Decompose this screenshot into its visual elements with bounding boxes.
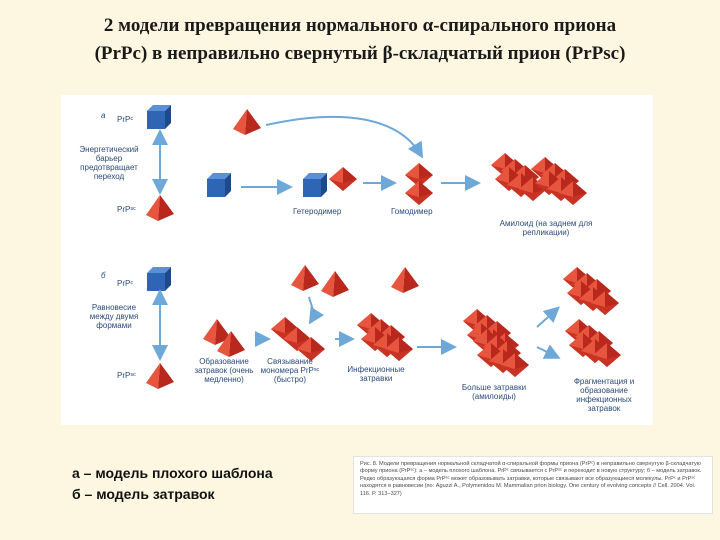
monomer-binding-label: Связывание мономера PrPˢᶜ (быстро)	[260, 357, 320, 384]
prpsc-pyramid-a	[146, 195, 174, 221]
monomer-pyr-3	[391, 267, 419, 293]
arrow-fragment-up	[536, 306, 560, 328]
heterodimer-cube	[303, 173, 327, 197]
fragmentation-label: Фрагментация и образование инфекционных …	[573, 377, 635, 413]
infectious-stack	[357, 313, 413, 361]
legend-line-a: а – модель плохого шаблона	[72, 465, 273, 481]
heterodimer-oct	[329, 167, 357, 191]
prpsc-pyramid-b	[146, 363, 174, 389]
amyloid-stack-a1	[491, 153, 547, 201]
legend: а – модель плохого шаблона б – модель за…	[72, 463, 347, 505]
prion-models-figure: а PrPᶜ Энергетический барьер предотвраща…	[61, 95, 653, 425]
panel-a-letter: а	[101, 111, 106, 120]
title-line-1: 2 модели превращения нормального α-спира…	[103, 15, 617, 36]
legend-line-b: б – модель затравок	[72, 486, 215, 502]
homodimer-label: Гомодимер	[391, 207, 433, 216]
prpsc-pyramid-a2	[233, 109, 261, 135]
barrier-label: Энергетический барьер предотвращает пере…	[79, 145, 139, 181]
monomer-pyr-1	[291, 265, 319, 291]
arrow-monomer-down	[308, 296, 325, 325]
prpc-cube-b	[147, 267, 171, 291]
arrow-fragment-down	[536, 344, 561, 359]
fragment-stack-2	[565, 319, 621, 367]
monomer-pyr-2	[321, 271, 349, 297]
large-seeds-label: Больше затравки (амилоиды)	[461, 383, 527, 401]
figure-graphics	[146, 105, 653, 389]
prpsc-label-a: PrPˢᶜ	[117, 205, 136, 214]
curved-arrow-a	[265, 115, 424, 159]
equilibrium-label: Равновесие между двумя формами	[89, 303, 139, 330]
panel-a-graphics	[146, 105, 587, 221]
title-line-2: (PrPc) в неправильно свернутый β-складча…	[94, 43, 626, 64]
amyloid-label: Амилоид (на заднем для репликации)	[499, 219, 593, 237]
caption-text: Рис. 8. Модели превращения нормальной ск…	[360, 461, 702, 497]
prpc-cube-a	[147, 105, 171, 129]
cube-a-mid	[207, 173, 231, 197]
amyloid-stack-a2	[531, 157, 587, 205]
prpc-label-b: PrPᶜ	[117, 279, 134, 288]
page-title: 2 модели превращения нормального α-спира…	[10, 12, 710, 68]
fragment-stack-1	[563, 267, 619, 315]
homodimer-bottom	[405, 181, 433, 205]
prpc-label-a: PrPᶜ	[117, 115, 134, 124]
seed-formation-label: Образование затравок (очень медленно)	[194, 357, 254, 384]
panel-b-graphics	[146, 265, 621, 389]
figure-caption: Рис. 8. Модели превращения нормальной ск…	[353, 456, 713, 514]
panel-b-letter: б	[101, 271, 106, 280]
infectious-seeds-label: Инфекционные затравки	[347, 365, 405, 383]
heterodimer-label: Гетеродимер	[293, 207, 342, 216]
prpsc-label-b: PrPˢᶜ	[117, 371, 136, 380]
